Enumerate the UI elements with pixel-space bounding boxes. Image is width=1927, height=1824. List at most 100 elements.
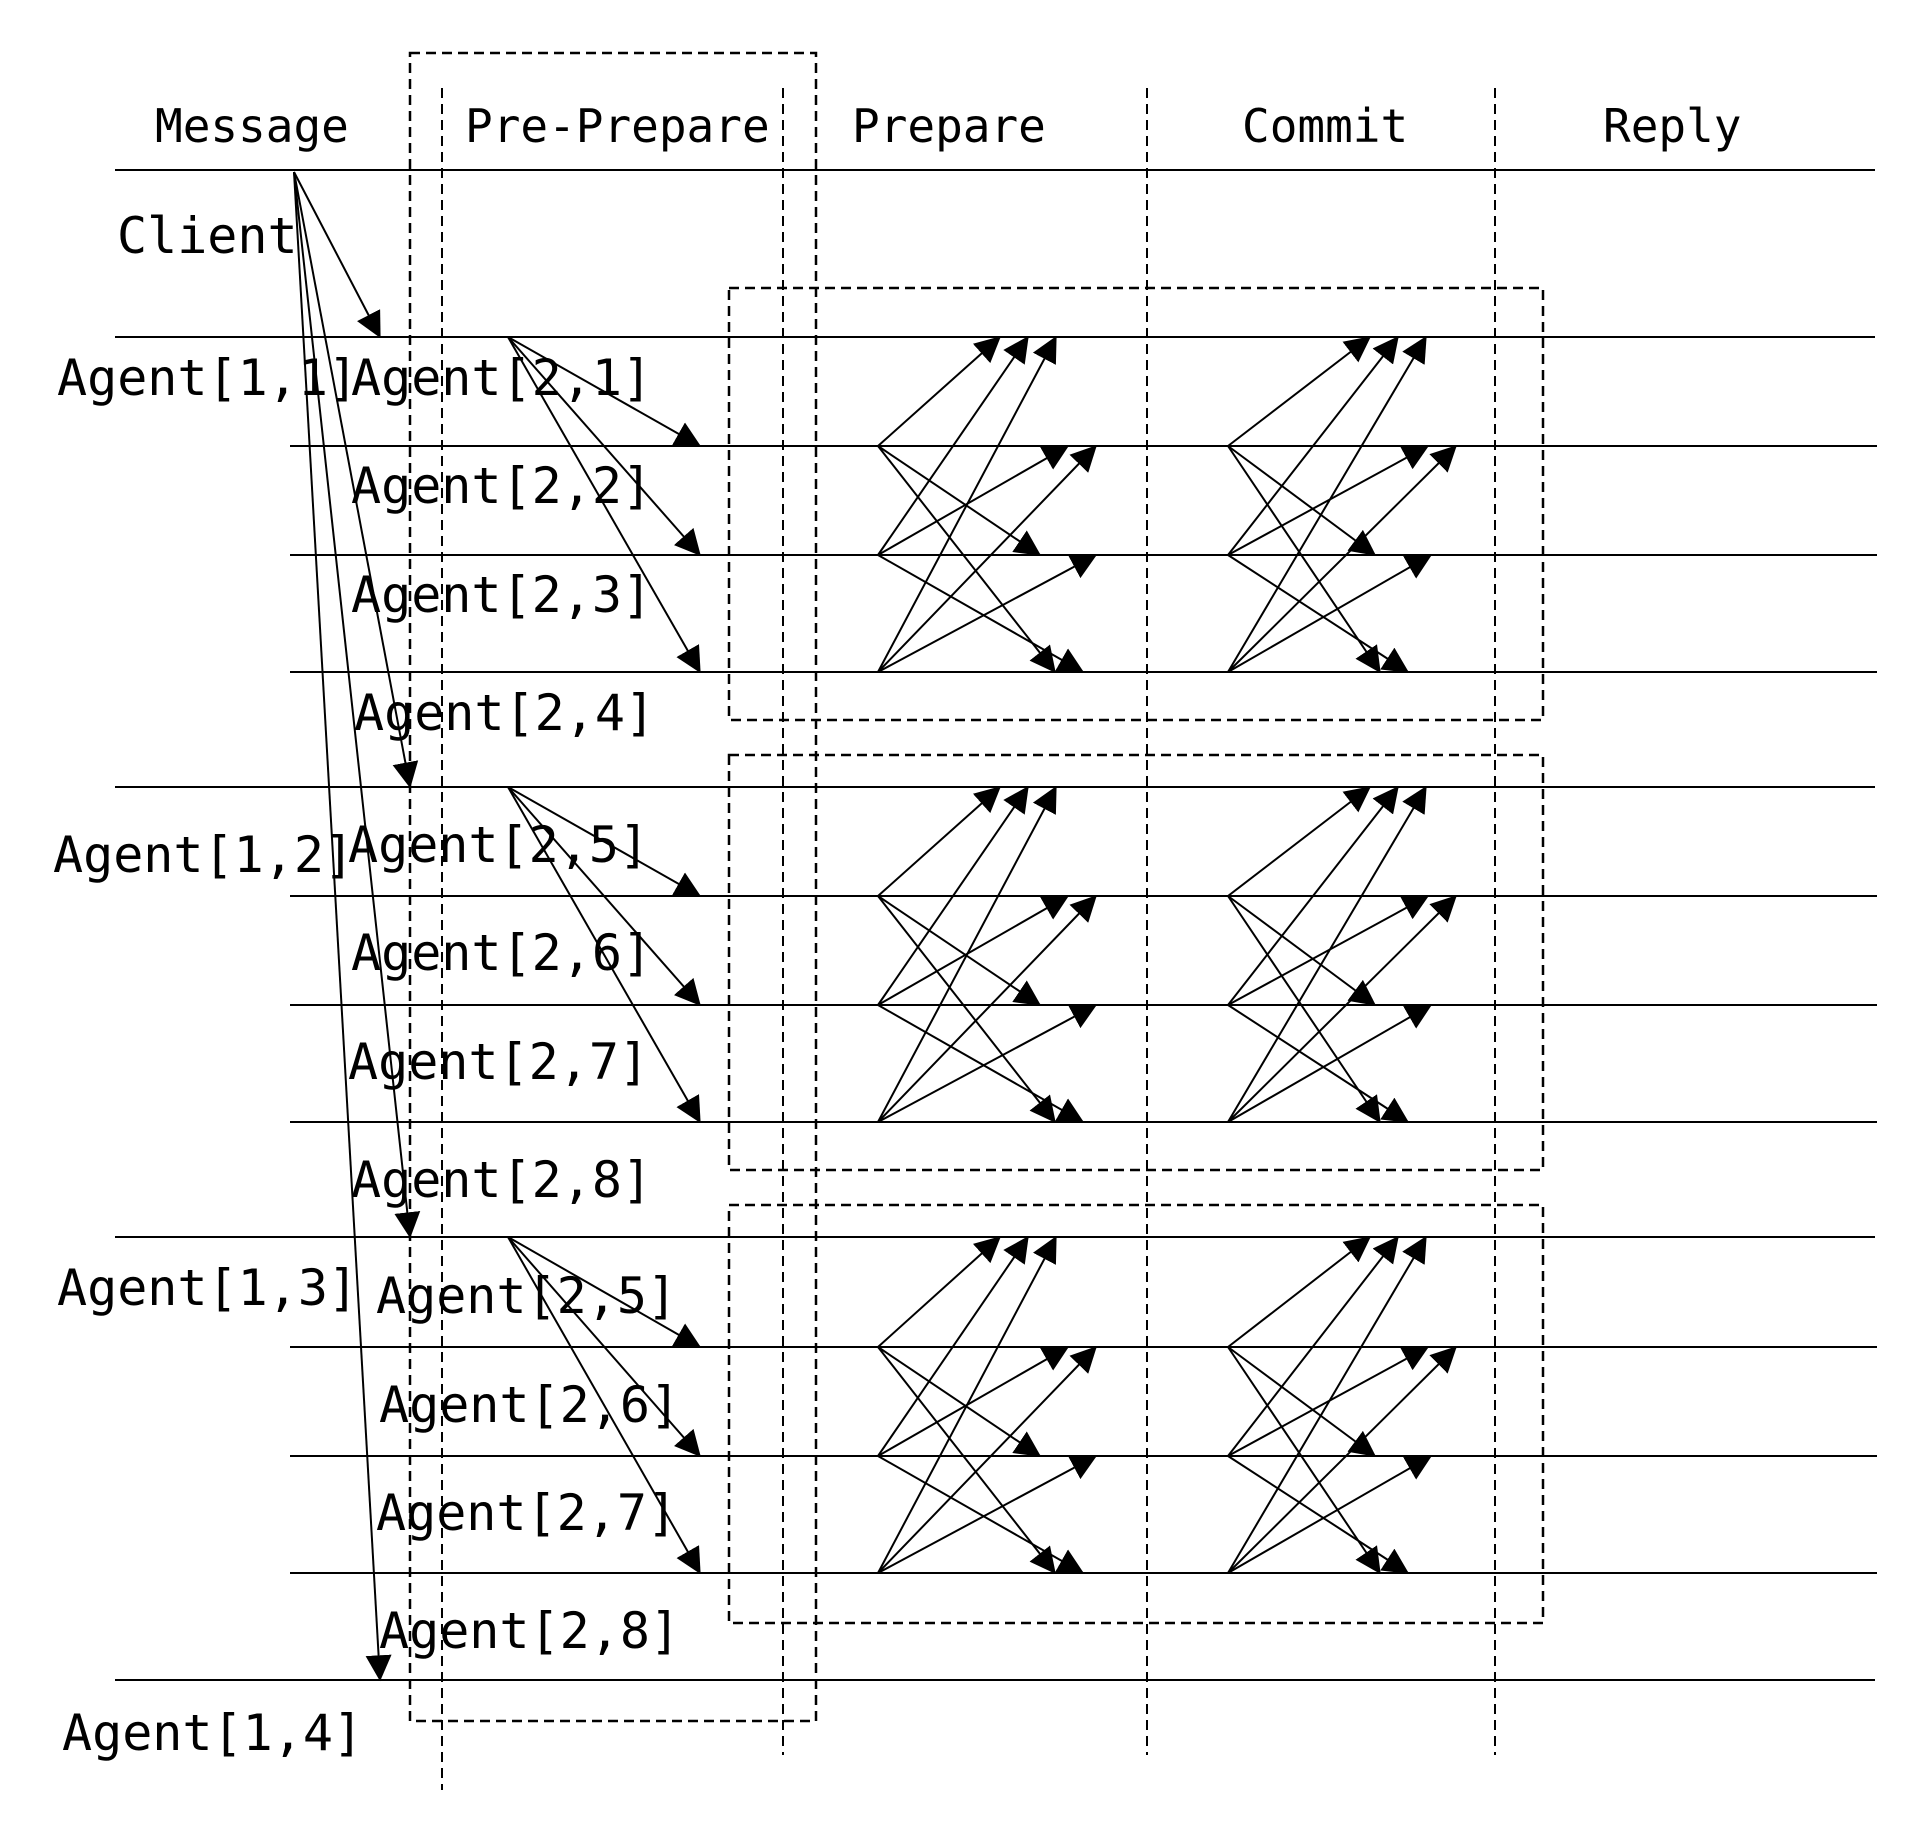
commit-arrow [1227, 445, 1377, 556]
commit-arrow [1227, 445, 1381, 674]
commit-arrow [1227, 335, 1399, 556]
prepare-arrow [877, 445, 1056, 674]
group-2-agent-labels: Agent[2,5] Agent[2,6] Agent[2,7] Agent[2… [348, 816, 652, 1209]
pre-prepare-arrow [507, 1236, 702, 1348]
request-arrow [293, 171, 419, 789]
commit-arrow [1227, 1455, 1410, 1574]
prepare-arrow [877, 445, 1070, 556]
group-3-box [727, 1203, 1545, 1625]
prepare-arrow [877, 1346, 1056, 1575]
commit-arrow [1227, 554, 1410, 673]
agent-label: Agent[2,7] [376, 1484, 677, 1542]
prepare-arrow [877, 895, 1097, 1123]
header-pre-prepare: Pre-Prepare [465, 99, 770, 153]
primary-agent-label: Agent[1,1] [57, 349, 358, 407]
pre-prepare-arrow [507, 786, 701, 1006]
prepare-arrow [877, 1236, 1001, 1348]
commit-arrow [1227, 1346, 1377, 1457]
request-arrow [293, 171, 392, 1682]
prepare-arrow [877, 554, 1098, 673]
prepare-arrow [877, 895, 1070, 1006]
commit-arrow [1227, 1235, 1399, 1457]
prepare-arrow [877, 895, 1056, 1124]
header-commit: Commit [1242, 99, 1408, 153]
commit-arrow [1227, 445, 1457, 673]
agent-label: Agent[2,7] [348, 1033, 649, 1091]
prepare-arrows [877, 335, 1098, 1575]
agent-label: Agent[2,8] [351, 1151, 652, 1209]
prepare-arrow [877, 895, 1042, 1006]
client-request-arrows [293, 171, 421, 1682]
commit-arrow [1227, 895, 1377, 1006]
primary-agent-labels: Agent[1,1] Agent[1,2] Agent[1,3] Agent[1… [53, 349, 363, 1762]
agent-label: Agent[2,2] [351, 457, 652, 515]
commit-arrow [1227, 895, 1457, 1123]
prepare-arrow [877, 445, 1042, 556]
agent-label: Agent[2,1] [351, 349, 652, 407]
header-prepare: Prepare [852, 99, 1046, 153]
pre-prepare-arrows [507, 336, 702, 1575]
prepare-arrow [877, 554, 1085, 673]
header-message: Message [155, 99, 349, 153]
pre-prepare-arrow [507, 336, 701, 674]
agent-label: Agent[2,6] [379, 1376, 680, 1434]
agent-label: Agent[2,6] [351, 924, 652, 982]
commit-arrow [1227, 1455, 1433, 1574]
commit-arrow [1227, 1346, 1457, 1574]
prepare-arrow [877, 1346, 1042, 1457]
prepare-arrow [877, 335, 1057, 673]
commit-arrow [1227, 445, 1430, 556]
request-arrow [293, 171, 381, 339]
prepare-arrow [877, 785, 1029, 1006]
group-1-box [727, 286, 1545, 722]
group-1-agent-labels: Agent[2,1] Agent[2,2] Agent[2,3] Agent[2… [351, 349, 655, 742]
pre-prepare-arrow [507, 786, 701, 1124]
agent-label: Agent[2,5] [348, 816, 649, 874]
commit-arrow [1227, 786, 1372, 897]
pre-prepare-box [408, 51, 818, 1723]
prepare-arrow [877, 445, 1097, 673]
pre-prepare-arrow [507, 336, 701, 556]
agent-label: Agent[2,8] [379, 1602, 680, 1660]
agent-label: Agent[2,4] [354, 684, 655, 742]
commit-arrow [1227, 1235, 1427, 1574]
prepare-arrow [877, 1346, 1097, 1574]
primary-agent-label: Agent[1,2] [53, 826, 354, 884]
header-reply: Reply [1603, 99, 1741, 153]
agent-label: Agent[2,5] [376, 1267, 677, 1325]
group-3-agent-labels: Agent[2,5] Agent[2,6] Agent[2,7] Agent[2… [376, 1267, 680, 1660]
prepare-arrow [877, 335, 1029, 556]
phase-boxes [408, 51, 1545, 1723]
commit-arrow [1227, 335, 1427, 673]
prepare-arrow [877, 336, 1001, 447]
commit-arrow [1227, 785, 1427, 1123]
prepare-arrow [877, 1346, 1070, 1457]
commit-arrow [1227, 336, 1372, 447]
prepare-arrow [877, 1235, 1057, 1574]
commit-arrow [1227, 1346, 1381, 1575]
commit-arrow [1227, 1004, 1410, 1123]
phase-headers: Message Pre-Prepare Prepare Commit Reply [155, 99, 1741, 153]
prepare-arrow [877, 1455, 1085, 1574]
prepare-arrow [877, 1455, 1098, 1574]
commit-arrow [1227, 895, 1381, 1124]
pre-prepare-arrow [507, 786, 702, 897]
prepare-arrow [877, 785, 1057, 1123]
request-arrow [293, 171, 421, 1239]
pre-prepare-arrow [507, 1236, 701, 1457]
pre-prepare-arrow [507, 1236, 701, 1575]
commit-arrow [1227, 554, 1433, 673]
pre-prepare-arrow [507, 336, 702, 447]
prepare-arrow [877, 786, 1001, 897]
phase-separators [441, 88, 1496, 1790]
commit-arrow [1227, 1236, 1372, 1348]
client-label: Client [117, 207, 298, 265]
primary-agent-label: Agent[1,4] [62, 1704, 363, 1762]
primary-agent-label: Agent[1,3] [57, 1259, 358, 1317]
prepare-arrow [877, 1004, 1085, 1123]
prepare-arrow [877, 1235, 1029, 1457]
commit-arrow [1227, 785, 1399, 1006]
commit-arrows [1227, 335, 1457, 1575]
commit-arrow [1227, 1004, 1433, 1123]
